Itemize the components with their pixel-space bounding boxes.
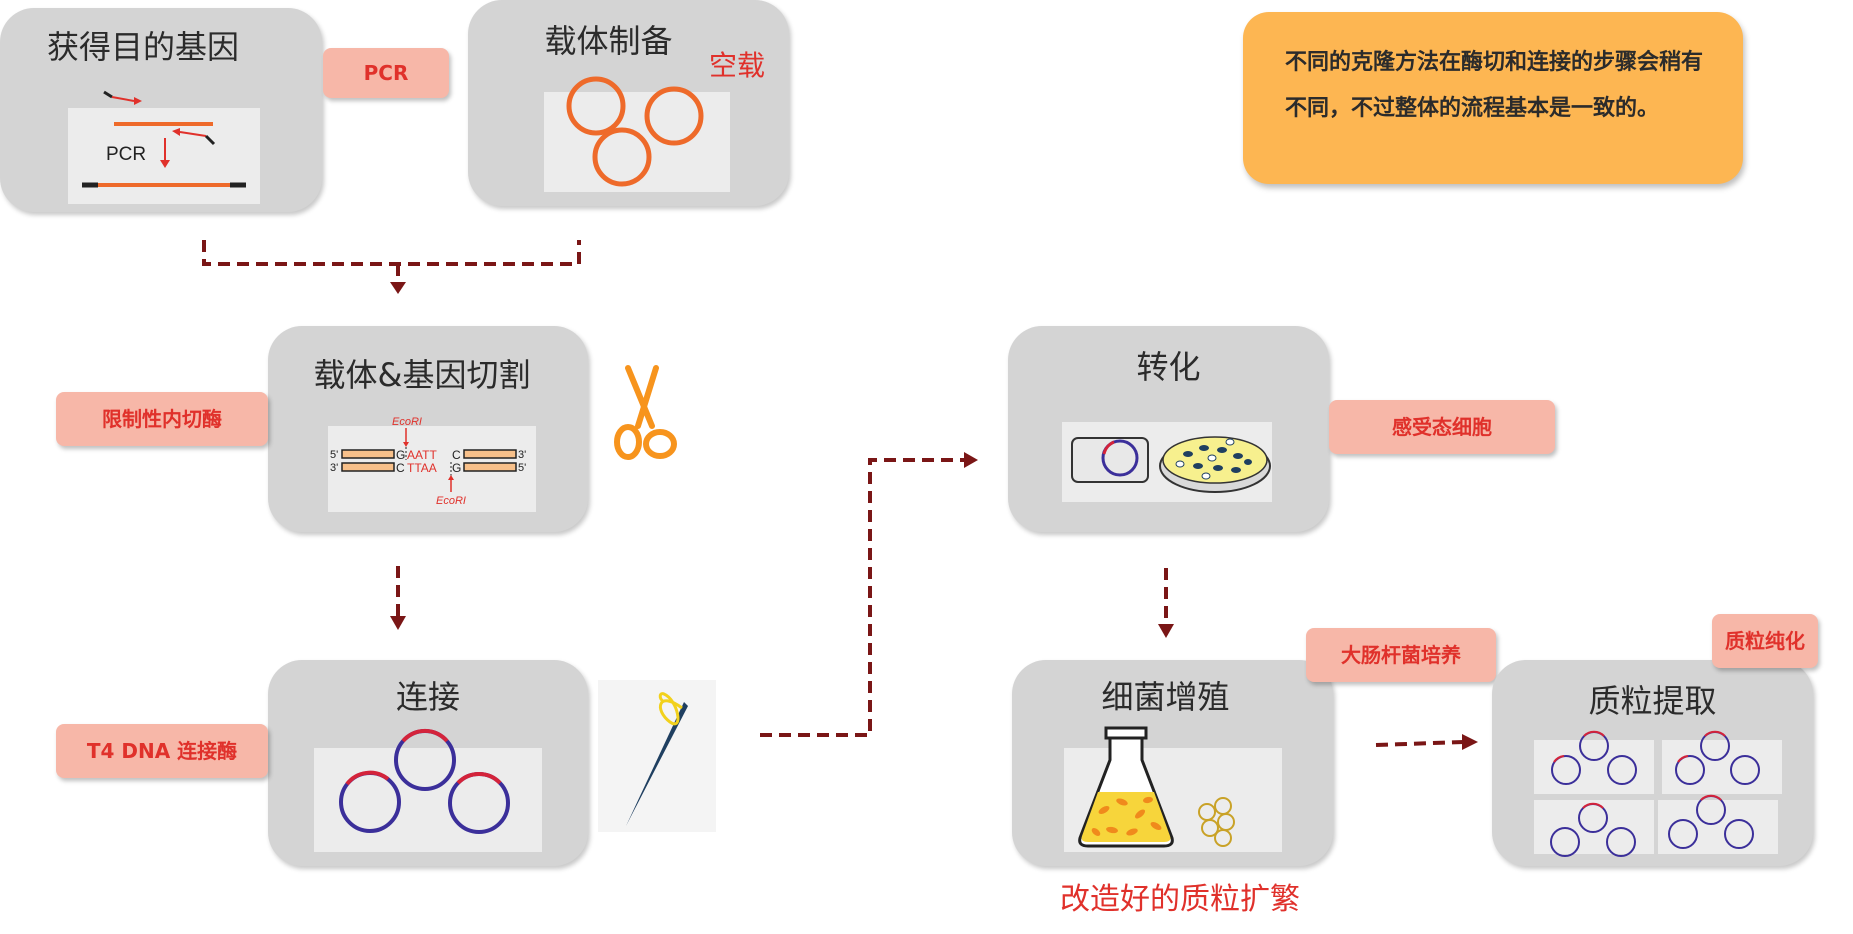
pcr-diagram: PCR xyxy=(82,90,246,188)
tag-ecoli-culture: 大肠杆菌培养 xyxy=(1306,628,1496,682)
amplification-caption: 改造好的质粒扩繁 xyxy=(1060,882,1300,917)
note-callout: 不同的克隆方法在酶切和连接的步骤会稍有不同，不过整体的流程基本是一致的。 xyxy=(1243,12,1743,184)
step-ligation: 连接 xyxy=(268,660,588,866)
tag-restriction-enzyme: 限制性内切酶 xyxy=(56,392,268,446)
ecori-top-label: EcoRI xyxy=(392,416,422,428)
ligated-plasmids xyxy=(339,728,510,834)
three-prime-left: 3' xyxy=(330,462,338,474)
step-vector-prep: 载体制备 xyxy=(468,0,789,206)
ligation-illustration xyxy=(314,748,542,852)
five-prime-left: 5' xyxy=(330,449,338,461)
step-ligation-title: 连接 xyxy=(395,678,460,716)
pcr-illustration: PCR xyxy=(68,90,260,204)
ecori-bottom-label: EcoRI xyxy=(436,495,466,507)
note-text: 不同的克隆方法在酶切和连接的步骤会稍有不同，不过整体的流程基本是一致的。 xyxy=(1285,50,1704,121)
five-prime-right: 5' xyxy=(518,462,526,474)
step-get-gene-title: 获得目的基因 xyxy=(47,28,240,66)
step-cut: 载体&基因切割 EcoRI 5' 3' G AATT C C TTAA G 3'… xyxy=(268,326,588,532)
flask-and-cells xyxy=(1078,726,1235,848)
empty-vector-label: 空载 xyxy=(709,49,766,82)
ecori-diagram: EcoRI 5' 3' G AATT C C TTAA G 3' 5' EcoR… xyxy=(330,416,526,507)
scissors-icon xyxy=(614,365,677,460)
top-seq-aatt: AATT xyxy=(407,448,437,462)
tag-t4-ligase: T4 DNA 连接酶 xyxy=(56,724,268,778)
step-plasmid-extraction: 质粒提取 xyxy=(1492,660,1813,866)
top-seq-c: C xyxy=(452,448,461,462)
cell-and-dish xyxy=(1071,436,1271,493)
three-prime-right: 3' xyxy=(518,449,526,461)
needle-icon xyxy=(626,692,688,826)
bot-seq-g: G xyxy=(452,461,461,475)
step-cut-title: 载体&基因切割 xyxy=(313,356,531,394)
bot-seq-ttaa: TTAA xyxy=(407,461,437,475)
pcr-inner-label: PCR xyxy=(106,144,146,165)
top-seq-g: G xyxy=(396,448,405,462)
step-transformation-title: 转化 xyxy=(1136,348,1201,386)
step-vector-prep-title: 载体制备 xyxy=(544,22,673,60)
tag-plasmid-purification: 质粒纯化 xyxy=(1712,614,1818,668)
tag-competent-cells: 感受态细胞 xyxy=(1329,400,1555,454)
step-transformation: 转化 xyxy=(1008,326,1329,532)
step-bacteria-growth-title: 细菌增殖 xyxy=(1101,678,1230,716)
step-get-gene: 获得目的基因 PCR xyxy=(0,8,322,212)
empty-plasmids xyxy=(566,76,704,187)
tag-pcr: PCR xyxy=(323,48,449,98)
bot-seq-c: C xyxy=(396,461,405,475)
needle-illustration xyxy=(598,680,716,832)
step-plasmid-extraction-title: 质粒提取 xyxy=(1588,682,1717,720)
extracted-plasmids xyxy=(1534,730,1782,857)
step-bacteria-growth: 细菌增殖 xyxy=(1012,660,1333,866)
